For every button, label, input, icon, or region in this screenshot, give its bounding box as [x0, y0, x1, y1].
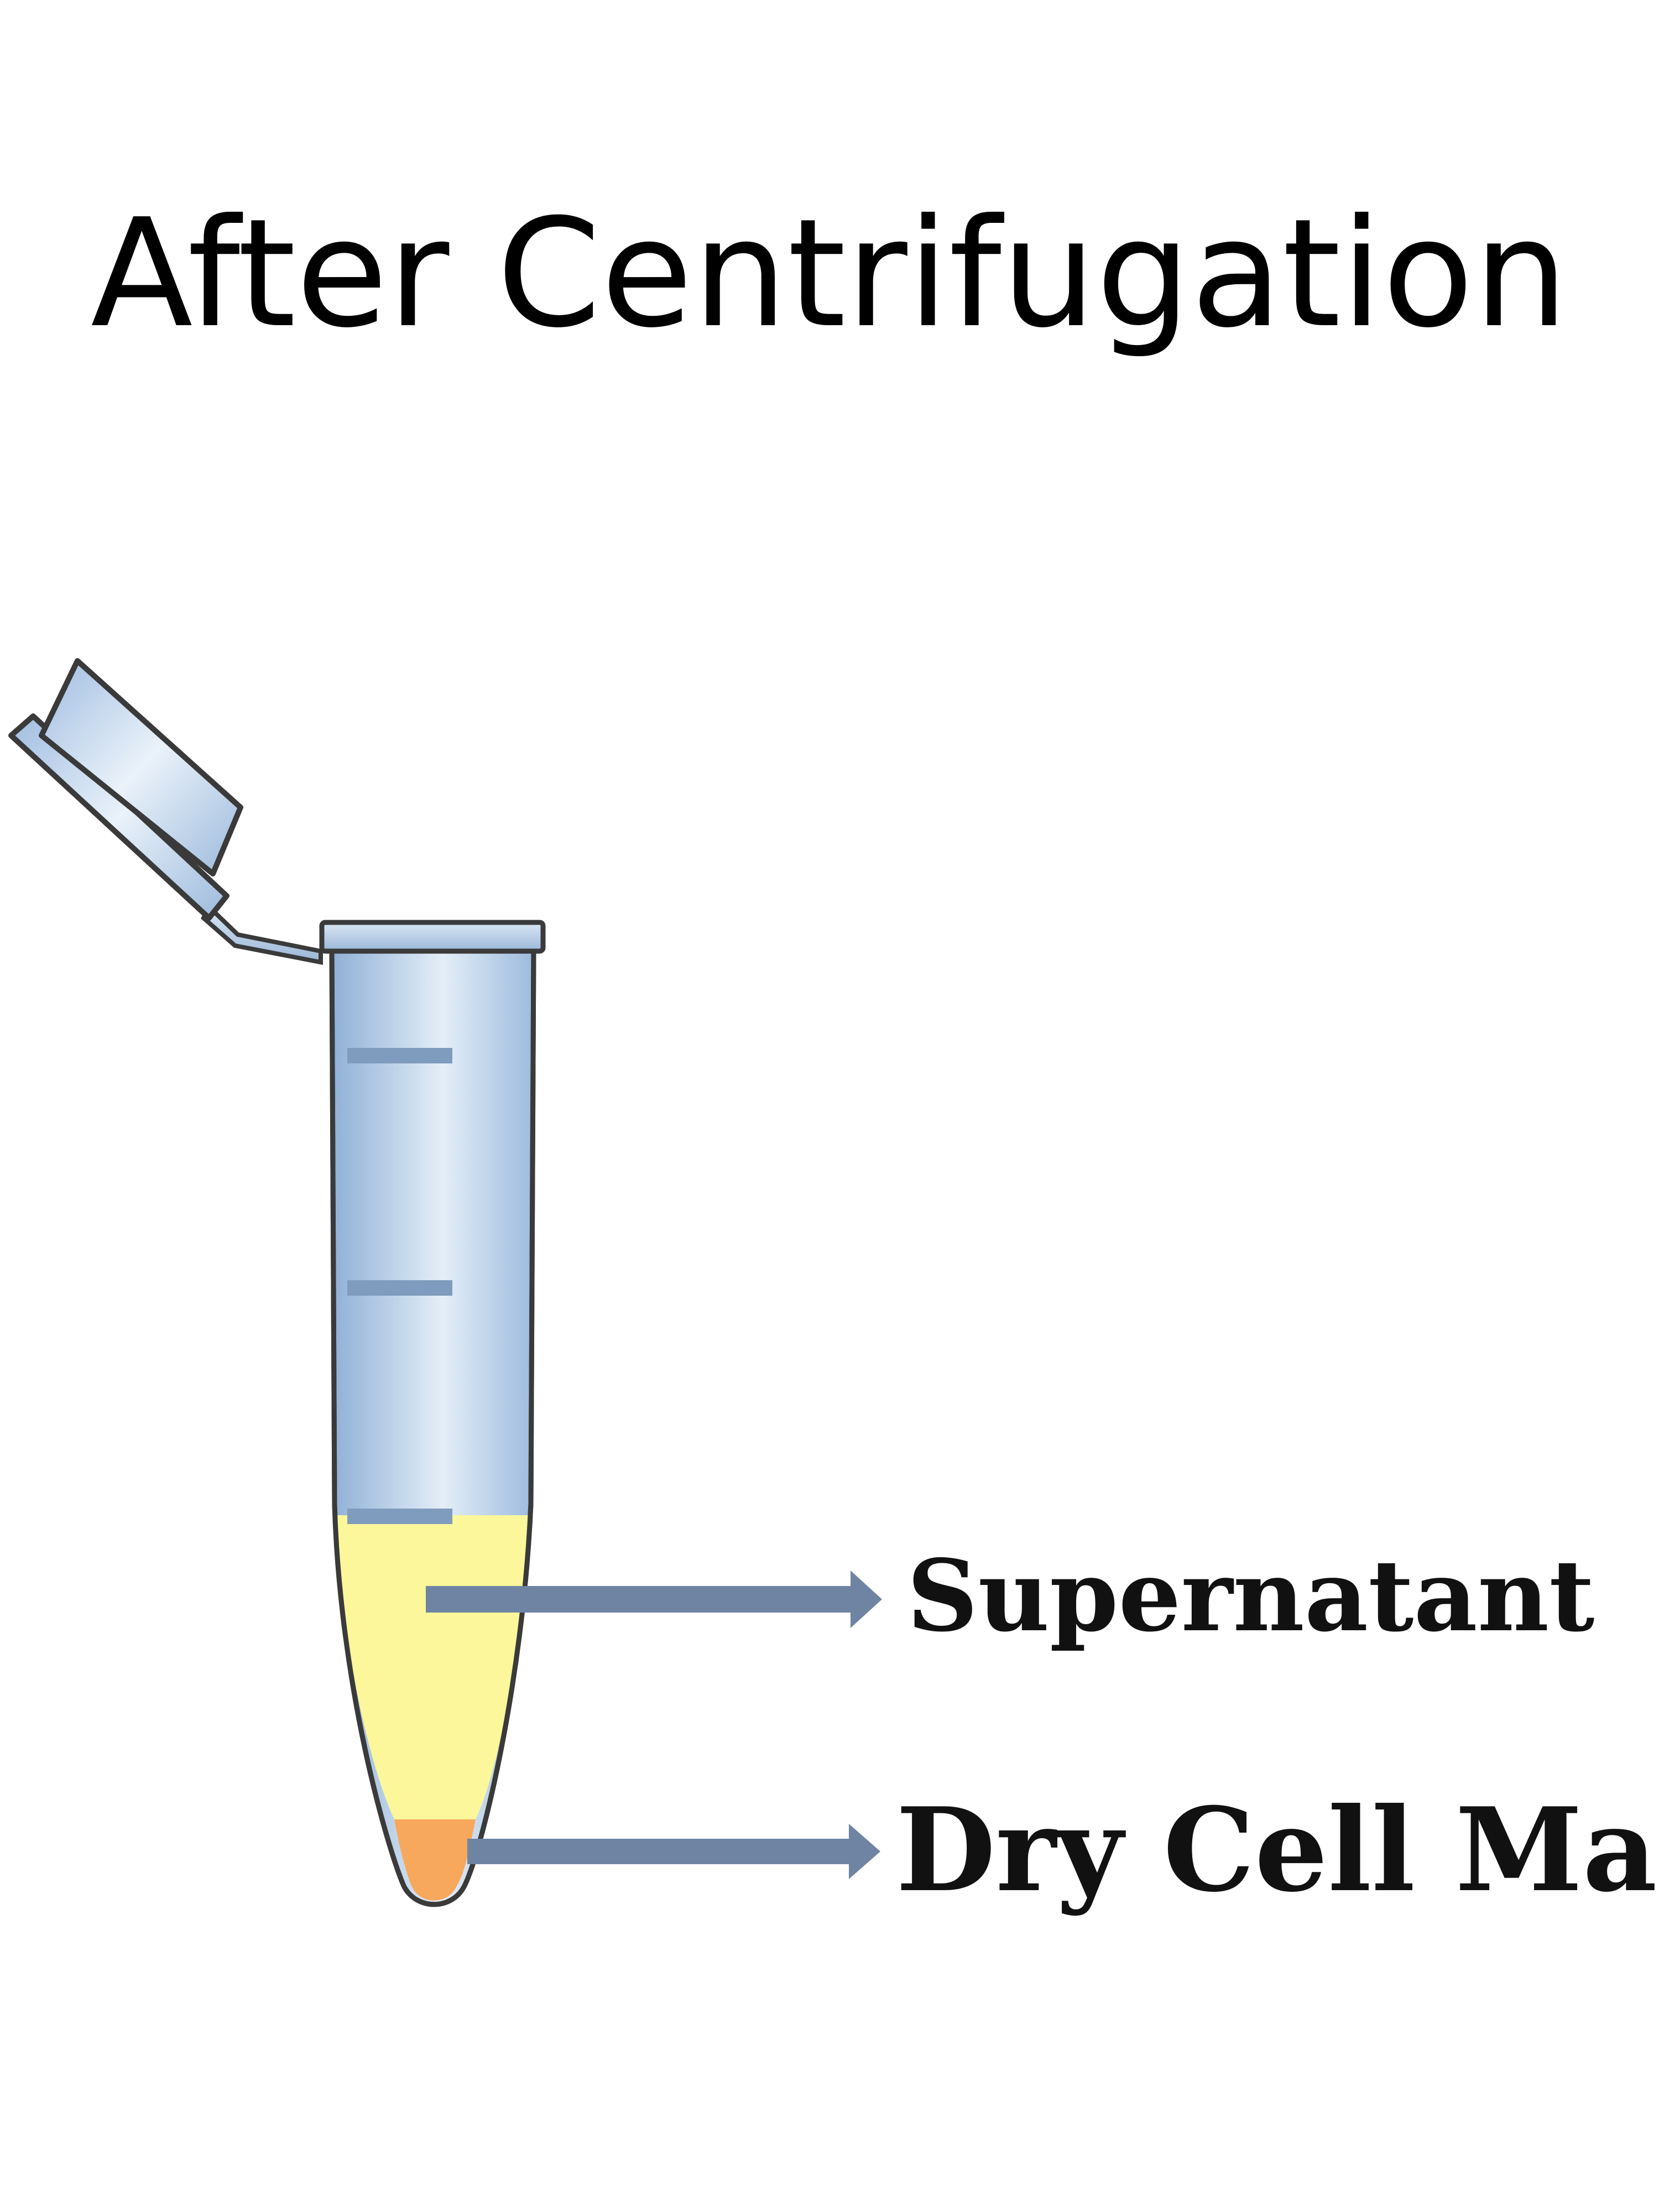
pellet-layer	[394, 1819, 476, 1901]
supernatant-arrow	[426, 1571, 882, 1628]
pellet-label: Dry Cell Mass	[896, 1783, 1659, 1918]
supernatant-label: Supernatant	[907, 1538, 1594, 1653]
tube-cap	[8, 658, 243, 921]
graduation-mark	[347, 1048, 452, 1063]
tube-outline	[329, 948, 536, 1907]
tube-hinge	[201, 903, 323, 965]
page-title: After Centrifugation	[90, 186, 1569, 361]
pellet-arrow	[467, 1824, 880, 1879]
graduation-mark	[347, 1280, 452, 1296]
tube-rim	[319, 920, 546, 954]
graduation-mark	[347, 1509, 452, 1524]
supernatant-liquid	[336, 1515, 530, 1819]
